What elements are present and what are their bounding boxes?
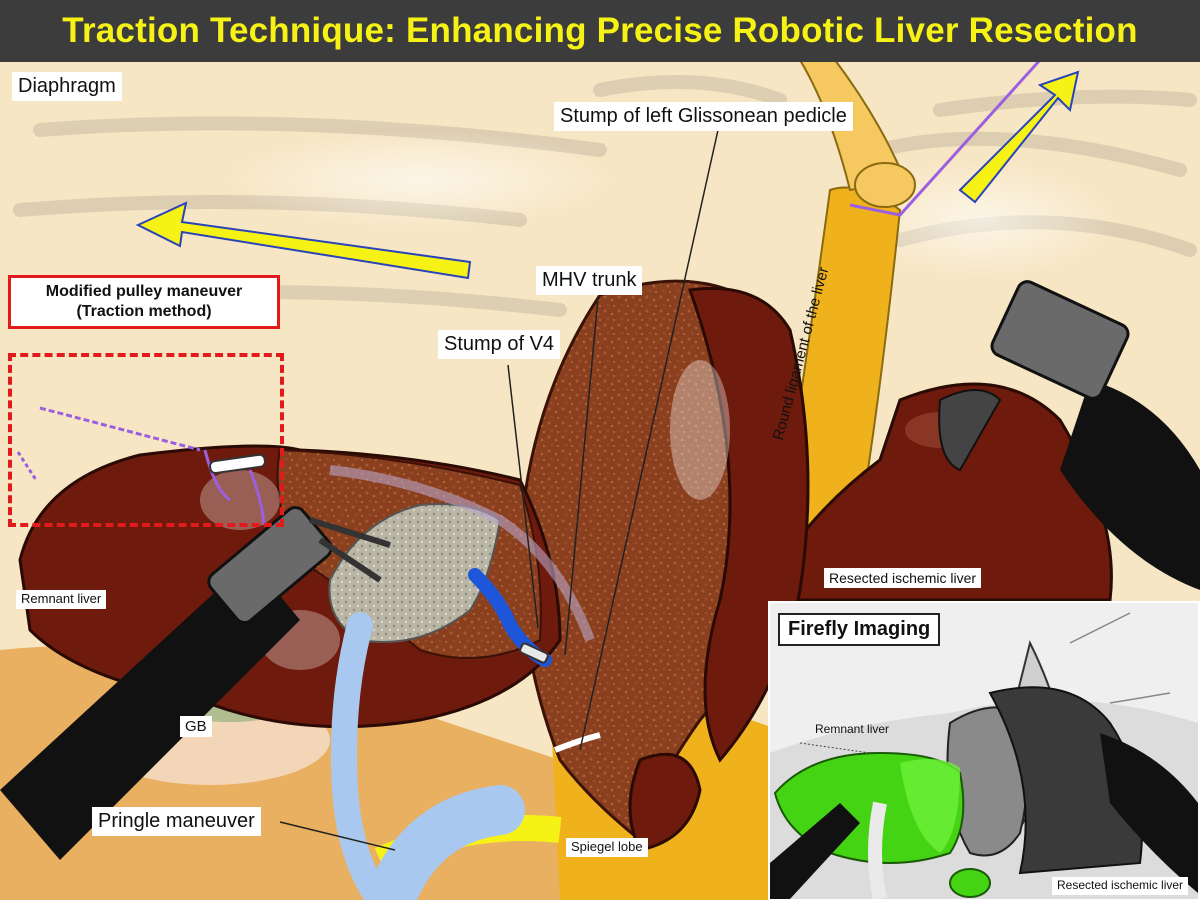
traction-arrow-left (135, 201, 472, 280)
transection-glow (670, 360, 730, 500)
pulley-line-2: (Traction method) (76, 303, 212, 320)
pulley-region-dashed-box (8, 353, 284, 527)
glissonean-stump (553, 732, 601, 753)
pulley-line-1: Modified pulley maneuver (45, 283, 243, 300)
pringle-tube-2 (365, 785, 525, 900)
label-diaphragm: Diaphragm (12, 72, 122, 101)
label-remnant-liver: Remnant liver (16, 590, 107, 609)
remnant-highlight (200, 470, 280, 530)
mhv-vessel-light (329, 465, 595, 642)
firefly-title: Firefly Imaging (778, 613, 941, 646)
inset-label-resected-ischemic: Resected ischemic liver (1052, 877, 1189, 895)
label-stump-v4: Stump of V4 (438, 330, 561, 359)
firefly-inset: Firefly Imaging Remnant liver Resected i… (768, 601, 1200, 900)
pulley-tape (16, 58, 1042, 526)
label-pringle: Pringle maneuver (92, 807, 261, 836)
inset-label-remnant-liver: Remnant liver (815, 722, 890, 736)
lower-lobe (628, 752, 702, 852)
pulley-box: Modified pulley maneuver (Traction metho… (8, 275, 280, 329)
resected-liver-back (757, 382, 1113, 602)
clip (519, 642, 549, 664)
pringle-tube (331, 612, 393, 900)
label-spiegel: Spiegel lobe (566, 838, 648, 857)
label-gb: GB (180, 716, 212, 738)
label-mhv-trunk: MHV trunk (536, 266, 643, 295)
figure-title: Traction Technique: Enhancing Precise Ro… (62, 11, 1138, 50)
ligament-stump (854, 162, 916, 208)
label-resected-ischemic: Resected ischemic liver (824, 568, 982, 589)
title-bar: Traction Technique: Enhancing Precise Ro… (0, 0, 1200, 62)
robotic-instrument-left (0, 506, 391, 860)
leader-lines (279, 129, 719, 851)
firefly-illustration (770, 603, 1198, 899)
label-stump-left-glissonean: Stump of left Glissonean pedicle (554, 102, 853, 131)
diaphragm-highlights (220, 130, 1120, 280)
robotic-instrument-right (938, 280, 1200, 590)
traction-arrow-right (958, 70, 1080, 204)
pulley-clip (209, 453, 266, 475)
